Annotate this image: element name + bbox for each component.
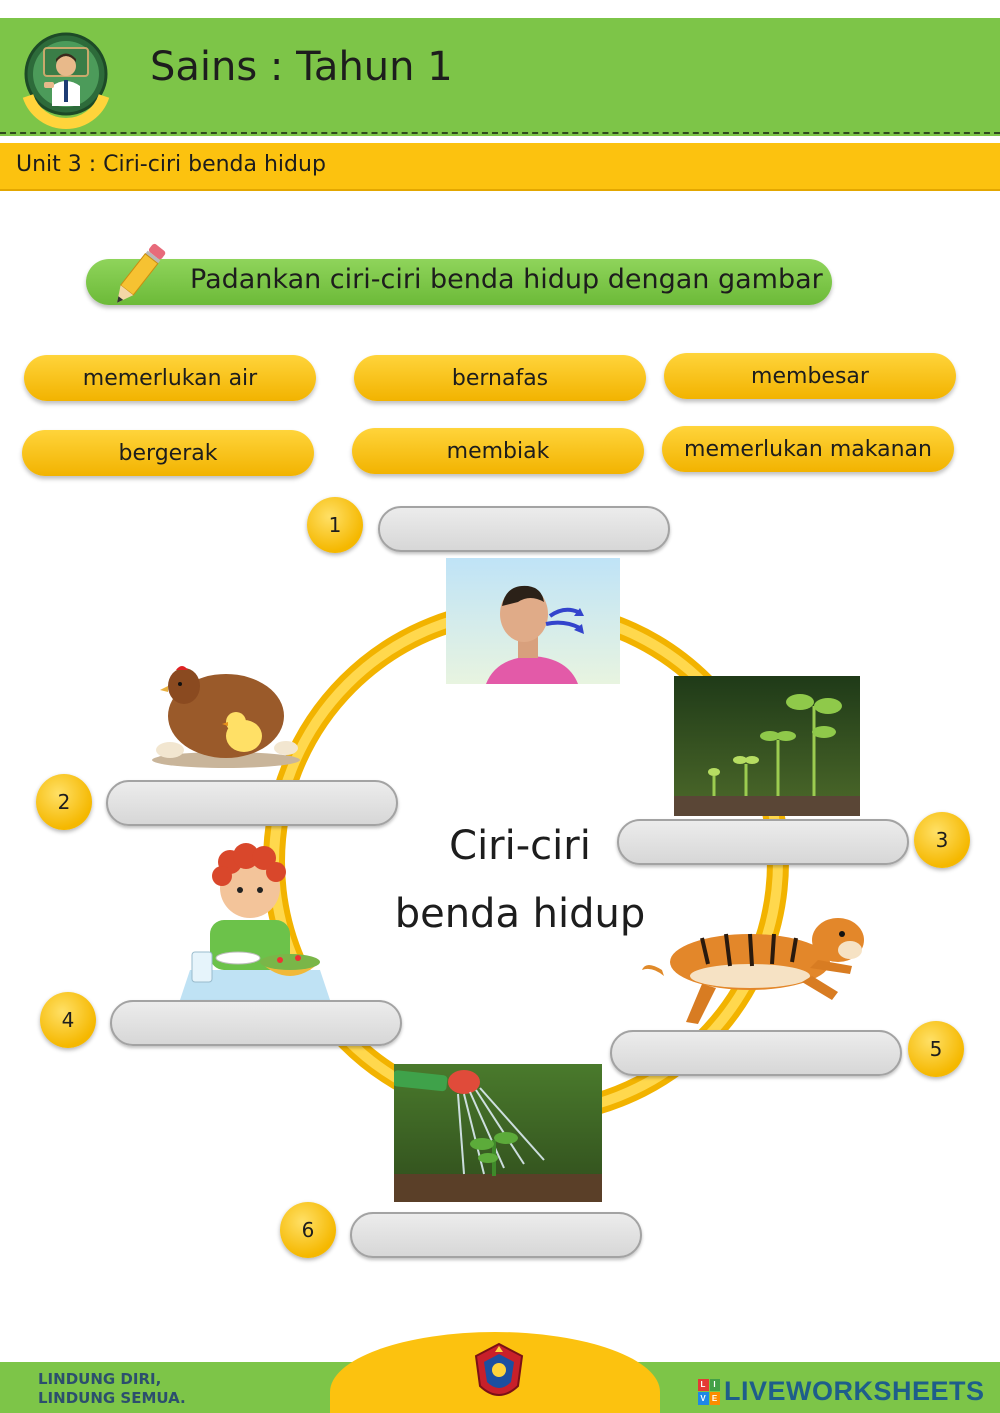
badge-letter-i: I	[709, 1378, 720, 1391]
drop-box-4[interactable]	[110, 1000, 402, 1046]
header-divider	[0, 132, 1000, 134]
school-emblem-icon	[474, 1342, 524, 1396]
slot-number-2: 2	[36, 774, 92, 830]
center-title-line2: benda hidup	[394, 891, 646, 937]
option-memerlukan-air[interactable]: memerlukan air	[24, 355, 316, 401]
drop-box-6[interactable]	[350, 1212, 642, 1258]
option-memerlukan-makanan[interactable]: memerlukan makanan	[662, 426, 954, 472]
unit-subtitle: Unit 3 : Ciri-ciri benda hidup	[16, 152, 326, 177]
badge-letter-l: L	[698, 1378, 709, 1391]
slot-number-6: 6	[280, 1202, 336, 1258]
teacher-logo-icon	[22, 32, 110, 129]
tiger-picture	[642, 918, 864, 1024]
option-membiak[interactable]: membiak	[352, 428, 644, 474]
center-title-line1: Ciri-ciri	[449, 823, 591, 869]
subtitle-bar	[0, 143, 1000, 191]
header-bar	[0, 18, 1000, 136]
drop-box-2[interactable]	[106, 780, 398, 826]
instruction-text: Padankan ciri-ciri benda hidup dengan ga…	[190, 264, 823, 295]
slot-number-1: 1	[307, 497, 363, 553]
slogan-line-1: LINDUNG DIRI,	[38, 1370, 162, 1388]
drop-box-1[interactable]	[378, 506, 670, 552]
center-title: Ciri-ciri benda hidup	[380, 812, 660, 948]
hen-and-chick-picture	[152, 666, 300, 768]
breathing-person-picture	[446, 558, 620, 684]
badge-letter-v: V	[698, 1392, 709, 1405]
slot-number-3: 3	[914, 812, 970, 868]
seedlings-picture	[674, 676, 860, 816]
slogan-line-2: LINDUNG SEMUA.	[38, 1389, 186, 1407]
option-membesar[interactable]: membesar	[664, 353, 956, 399]
brand-text: LIVEWORKSHEETS	[724, 1376, 985, 1406]
drop-box-5[interactable]	[610, 1030, 902, 1076]
footer-slogan: LINDUNG DIRI, LINDUNG SEMUA.	[38, 1370, 186, 1408]
option-bergerak[interactable]: bergerak	[22, 430, 314, 476]
drop-box-3[interactable]	[617, 819, 909, 865]
instruction-banner	[86, 259, 832, 305]
liveworksheets-logo[interactable]: L I V E LIVEWORKSHEETS	[698, 1376, 985, 1407]
liveworksheets-badge-icon: L I V E	[698, 1378, 720, 1405]
page-title: Sains : Tahun 1	[150, 44, 453, 90]
badge-letter-e: E	[709, 1392, 720, 1405]
slot-number-5: 5	[908, 1021, 964, 1077]
option-bernafas[interactable]: bernafas	[354, 355, 646, 401]
slot-number-4: 4	[40, 992, 96, 1048]
watering-plant-picture	[394, 1064, 602, 1202]
pencil-icon	[117, 243, 166, 303]
boy-eating-picture	[180, 843, 330, 1000]
